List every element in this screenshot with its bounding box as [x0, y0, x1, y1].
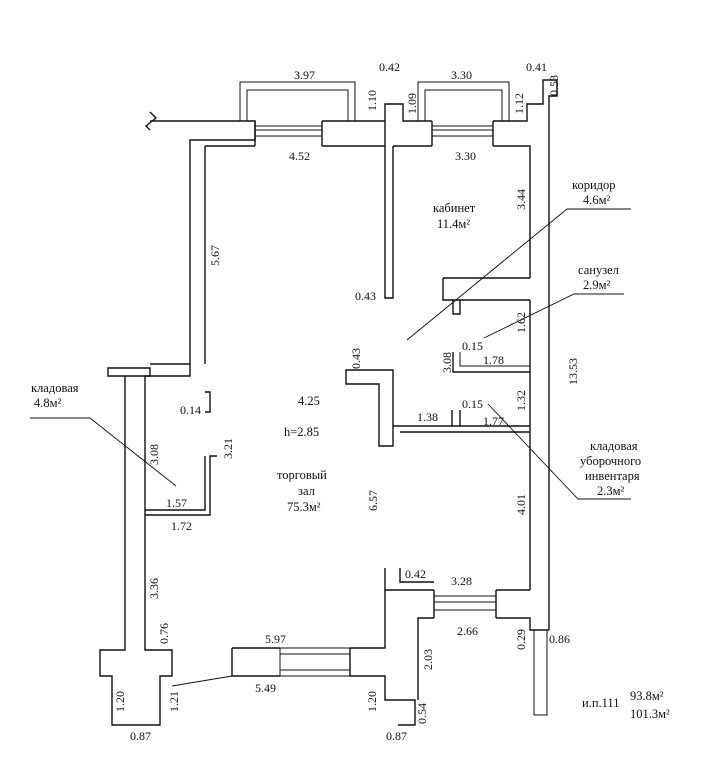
room-labels: кабинет 11.4м² коридор 4.6м² санузел 2.9… — [30, 178, 641, 514]
area-summary: и.п.111 93.8м² 101.3м² — [582, 689, 670, 721]
dim-column-width: 0.14 — [180, 403, 201, 417]
dim-top-depth-1: 1.10 — [365, 90, 379, 111]
dim-hall-top-width: 4.52 — [289, 149, 310, 163]
dim-bath-depth: 1.62 — [514, 312, 528, 333]
dim-entrance-window-top: 5.97 — [265, 632, 286, 646]
storage-name: кладовая — [31, 381, 79, 395]
office-name: кабинет — [433, 201, 476, 215]
dim-partition-stub: 0.43 — [355, 289, 376, 303]
dim-left-bottom-width: 0.87 — [130, 729, 151, 743]
dim-bath-width: 1.78 — [483, 353, 504, 367]
cleaning-name-1: кладовая — [590, 439, 638, 453]
dim-left-bottom-depth-2: 1.21 — [167, 691, 181, 712]
dim-left-bottom-depth: 1.20 — [113, 691, 127, 712]
dim-partition-stub-2: 0.43 — [349, 348, 363, 369]
footer-area-total: 101.3м² — [630, 707, 670, 721]
dim-top-depth-3: 1.12 — [512, 93, 526, 114]
dim-top-pier-right: 0.41 — [526, 60, 547, 74]
dim-right-bottom-small: 0.54 — [415, 703, 429, 724]
dim-hall-mid-depth: 6.57 — [366, 490, 380, 511]
dim-top-depth-2: 1.09 — [405, 93, 419, 114]
hall-name-1: торговый — [277, 468, 327, 482]
dim-hall-left-depth: 5.67 — [208, 245, 222, 266]
cleaning-leader — [487, 403, 631, 500]
dim-cleaning-depth: 1.32 — [514, 390, 528, 411]
dim-lower-opening: 2.66 — [457, 624, 478, 638]
cleaning-name-3: инвентаря — [585, 469, 640, 483]
storage-leader — [30, 417, 177, 487]
dim-bath-wall: 0.15 — [462, 339, 483, 353]
dim-right-bottom-width: 0.87 — [386, 729, 407, 743]
ceiling-height: h=2.85 — [284, 425, 319, 439]
cleaning-area: 2.3м² — [597, 484, 625, 498]
dim-left-small: 0.76 — [157, 623, 171, 644]
dim-office-depth: 3.44 — [514, 189, 528, 210]
dim-right-bottom-depth: 1.20 — [365, 691, 379, 712]
dim-entrance-right-depth: 2.03 — [421, 649, 435, 670]
office-area: 11.4м² — [437, 217, 470, 231]
dim-right-lower-depth: 4.01 — [514, 494, 528, 515]
footer-area-main: 93.8м² — [630, 689, 664, 703]
cleaning-name-2: уборочного — [580, 454, 641, 468]
hall-width: 4.25 — [298, 394, 320, 408]
dim-top-window-left: 3.97 — [294, 68, 315, 82]
dim-lower-window: 3.28 — [451, 574, 472, 588]
dim-storage-inner-width: 1.57 — [166, 496, 187, 510]
dim-total-right: 13.53 — [566, 358, 580, 385]
dim-top-pier-left: 0.42 — [379, 60, 400, 74]
hall-name-2: зал — [298, 484, 315, 498]
corridor-area: 4.6м² — [583, 193, 611, 207]
bathroom-name: санузел — [578, 263, 619, 277]
dim-lower-right-corner: 0.86 — [549, 632, 570, 646]
dim-top-corner-right: 0.53 — [547, 75, 561, 96]
walls — [99, 79, 558, 726]
dim-storage-depth: 3.08 — [147, 444, 161, 465]
dim-lower-pier: 0.42 — [405, 567, 426, 581]
dim-left-lower-depth: 3.36 — [147, 578, 161, 599]
dim-cleaning-wall: 0.15 — [462, 397, 483, 411]
bathroom-area: 2.9м² — [583, 278, 611, 292]
dim-bath-sub-height: 3.08 — [440, 352, 454, 373]
corridor-leader — [406, 208, 631, 341]
dim-entrance-window-bottom: 5.49 — [255, 681, 276, 695]
dimension-labels: 3.97 3.30 0.42 0.41 0.53 1.10 1.09 1.12 … — [113, 60, 580, 743]
hall-area: 75.3м² — [287, 500, 321, 514]
dim-office-width: 3.30 — [455, 149, 476, 163]
bathroom-leader — [483, 293, 624, 339]
dim-storage-right-height: 3.21 — [221, 438, 235, 459]
footer-label: и.п.111 — [582, 696, 619, 710]
dim-storage-outer-width: 1.72 — [171, 519, 192, 533]
dim-lower-right-small: 0.29 — [514, 629, 528, 650]
dim-cleaning-gap: 1.38 — [417, 410, 438, 424]
dim-cleaning-width: 1.77 — [483, 414, 504, 428]
storage-area: 4.8м² — [34, 396, 62, 410]
dim-top-window-right: 3.30 — [451, 68, 472, 82]
corridor-name: коридор — [572, 178, 616, 192]
